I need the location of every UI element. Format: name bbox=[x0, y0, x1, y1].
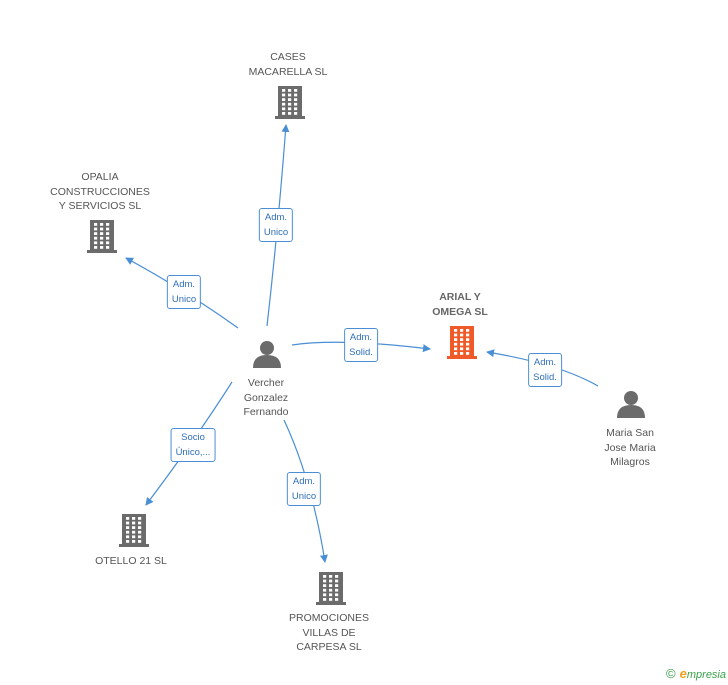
building-icon-otello[interactable] bbox=[119, 514, 149, 547]
brand-initial: e bbox=[679, 666, 687, 681]
edge-label-opalia[interactable]: Adm. Unico bbox=[166, 275, 202, 309]
person-icon-vercher[interactable] bbox=[253, 341, 281, 368]
node-label-opalia[interactable]: OPALIA CONSTRUCCIONES Y SERVICIOS SL bbox=[50, 171, 150, 212]
node-label-cases[interactable]: CASES MACARELLA SL bbox=[248, 51, 328, 78]
edge-label-arial[interactable]: Adm. Solid. bbox=[528, 353, 562, 387]
brand-footer: ©empresia bbox=[666, 666, 726, 681]
brand-name: mpresia bbox=[686, 669, 726, 681]
building-icon-cases[interactable] bbox=[275, 86, 305, 119]
edge-label-arial[interactable]: Adm. Solid. bbox=[344, 328, 378, 362]
node-label-arial[interactable]: ARIAL Y OMEGA SL bbox=[432, 291, 488, 318]
building-icon-arial[interactable] bbox=[447, 326, 477, 359]
node-label-promociones[interactable]: PROMOCIONES VILLAS DE CARPESA SL bbox=[289, 612, 369, 653]
node-label-otello[interactable]: OTELLO 21 SL bbox=[95, 555, 167, 567]
node-label-maria[interactable]: Maria San Jose Maria Milagros bbox=[604, 427, 656, 468]
copyright-icon: © bbox=[666, 666, 676, 681]
edge-label-otello[interactable]: Socio Único,... bbox=[170, 428, 216, 462]
edge-label-cases[interactable]: Adm. Unico bbox=[258, 208, 294, 242]
building-icon-opalia[interactable] bbox=[87, 220, 117, 253]
node-label-vercher[interactable]: Vercher Gonzalez Fernando bbox=[243, 377, 289, 418]
building-icon-promociones[interactable] bbox=[316, 572, 346, 605]
person-icon-maria[interactable] bbox=[617, 391, 645, 418]
edge-label-promociones[interactable]: Adm. Unico bbox=[286, 472, 322, 506]
